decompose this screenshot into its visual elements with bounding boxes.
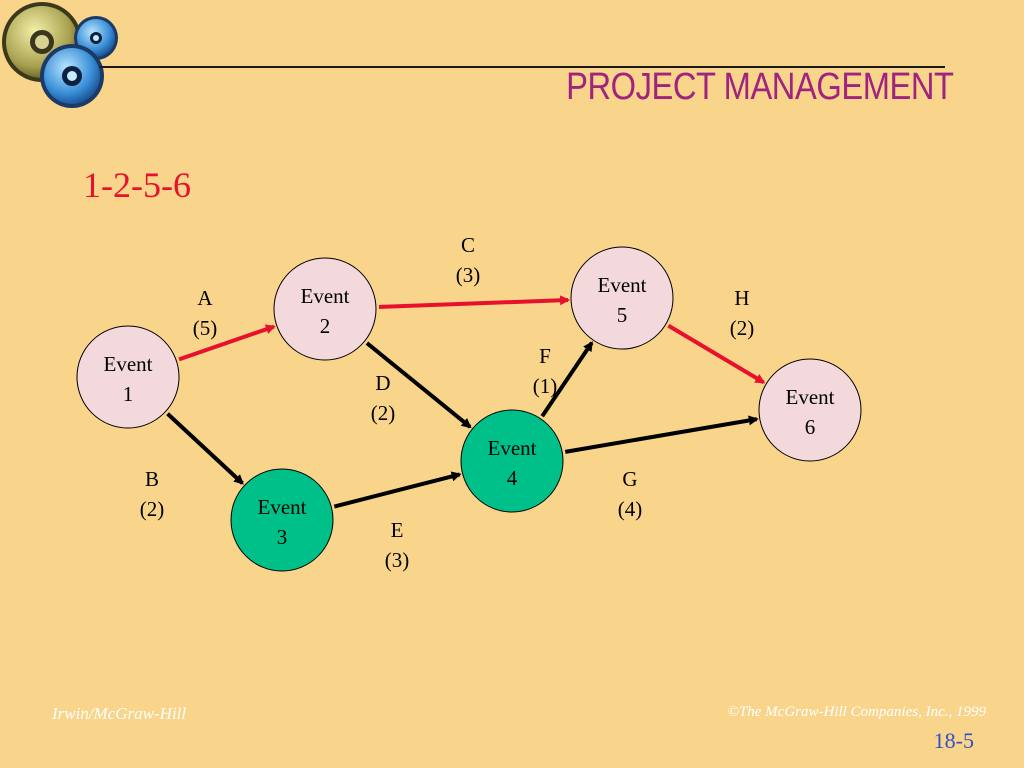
event-word-5: Event	[598, 273, 647, 297]
critical-path-label: 1-2-5-6	[83, 165, 191, 205]
gears-logo-icon	[2, 2, 118, 108]
event-node-2	[273, 257, 377, 361]
activity-label-h: H	[734, 286, 749, 310]
event-word-6: Event	[786, 385, 835, 409]
event-node-5	[570, 246, 674, 350]
event-node-6	[758, 358, 862, 462]
event-node-3	[230, 468, 334, 572]
activity-arrow-h	[667, 323, 766, 385]
activity-arrow-f	[540, 341, 594, 418]
activity-arrow-e	[333, 471, 462, 509]
activity-duration-g: (4)	[618, 497, 643, 521]
footer-copyright: ©The McGraw-Hill Companies, Inc., 1999	[727, 704, 986, 720]
page-number: 18-5	[933, 728, 974, 753]
event-word-4: Event	[488, 436, 537, 460]
event-word-1: Event	[104, 352, 153, 376]
footer-publisher: Irwin/McGraw-Hill	[52, 704, 187, 723]
activity-arrow-d	[365, 341, 472, 429]
event-node-4	[460, 409, 564, 513]
event-number-4: 4	[507, 466, 518, 490]
activity-label-c: C	[461, 233, 475, 257]
activity-duration-f: (1)	[533, 374, 558, 398]
activity-label-b: B	[145, 467, 159, 491]
event-number-1: 1	[123, 382, 134, 406]
event-number-5: 5	[617, 303, 628, 327]
activity-duration-e: (3)	[385, 548, 410, 572]
activity-label-a: A	[197, 286, 213, 310]
activity-duration-a: (5)	[193, 316, 218, 340]
event-word-3: Event	[258, 495, 307, 519]
activity-duration-c: (3)	[456, 263, 481, 287]
title-divider	[100, 66, 945, 68]
slide-title: PROJECT MANAGEMENT	[566, 66, 955, 108]
activity-label-g: G	[622, 467, 637, 491]
activity-arrow-a	[178, 324, 276, 362]
activity-duration-d: (2)	[371, 401, 396, 425]
event-node-1	[76, 325, 180, 429]
activity-duration-b: (2)	[140, 497, 165, 521]
event-word-2: Event	[301, 284, 350, 308]
activity-arrow-g	[564, 415, 759, 454]
event-number-6: 6	[805, 415, 816, 439]
event-number-3: 3	[277, 525, 288, 549]
activity-arrow-b	[166, 412, 244, 485]
event-number-2: 2	[320, 314, 331, 338]
activity-label-d: D	[375, 371, 390, 395]
activity-label-e: E	[391, 518, 404, 542]
activity-arrow-c	[378, 295, 571, 310]
activity-label-f: F	[539, 344, 551, 368]
activity-duration-h: (2)	[730, 316, 755, 340]
